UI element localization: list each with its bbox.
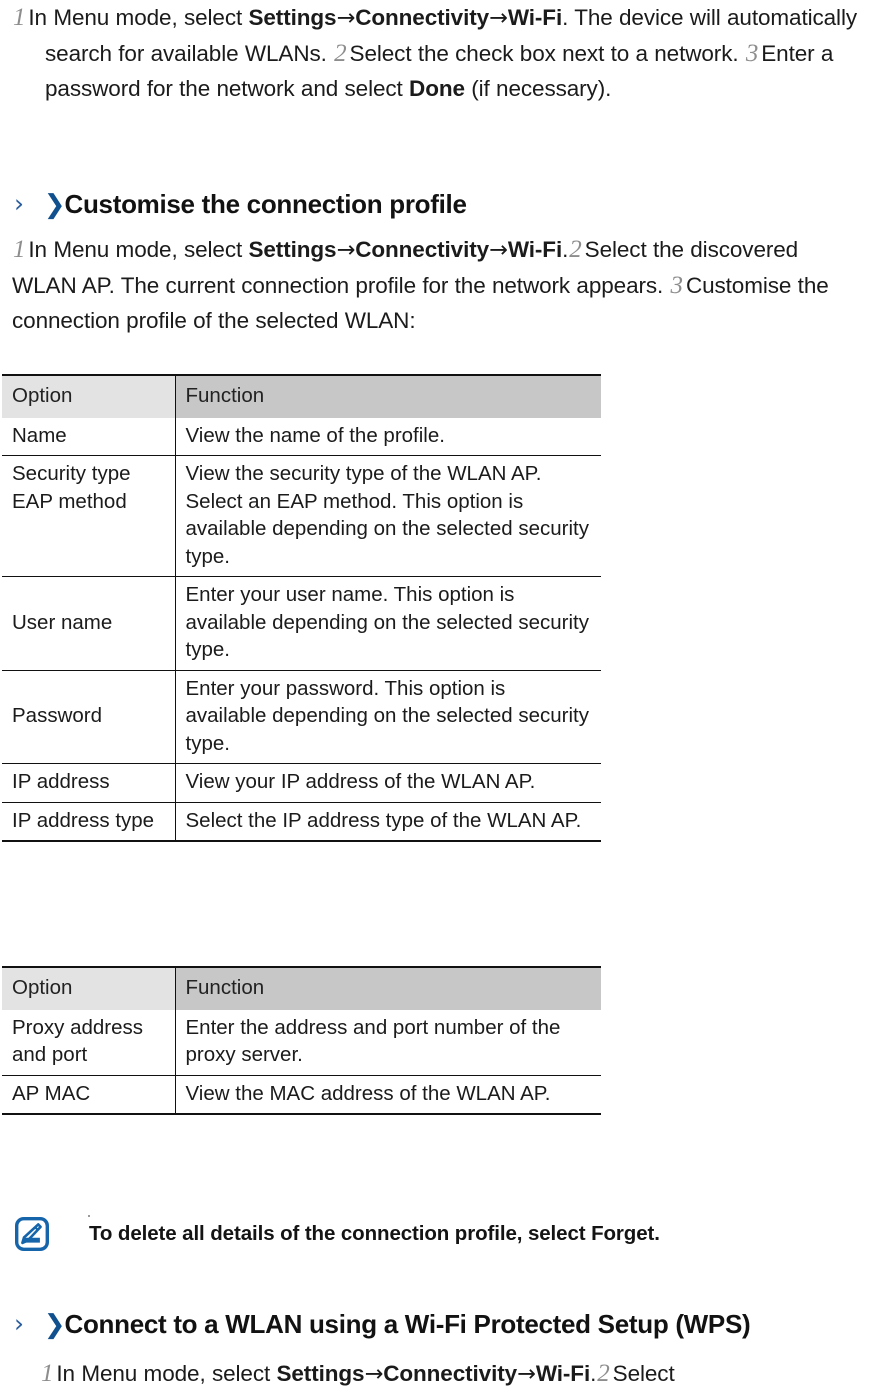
connection-profile-options-table: Option Function Name View the name of th… [2, 374, 601, 842]
option-cell: Name [2, 417, 176, 456]
section-heading-wps: › ❯Connect to a WLAN using a Wi-Fi Protec… [14, 1309, 751, 1340]
chevron-double-right-icon: ❯ [43, 1310, 66, 1340]
section-title: Customise the connection profile [64, 189, 467, 219]
note-pen-icon [15, 1217, 49, 1251]
function-cell: Select the IP address type of the WLAN A… [185, 808, 582, 832]
step1-text-a: In Menu mode, select [28, 5, 249, 30]
table-header-row: Option Function [2, 375, 601, 418]
function-cell: View your IP address of the WLAN AP. [175, 763, 601, 803]
menu-settings: Settings [248, 5, 337, 30]
section-title: Connect to a WLAN using a Wi-Fi Protecte… [64, 1309, 751, 1339]
step1-text-a: In Menu mode, select [56, 1361, 277, 1386]
step3-text-c: (if necessary). [464, 76, 612, 101]
arrow-icon: → [489, 5, 508, 31]
step2-text: Select the discovered WLAN AP. The curre… [12, 237, 799, 298]
step-number-3: 3 [670, 272, 684, 299]
menu-settings: Settings [248, 237, 337, 262]
step-number-1: 1 [13, 236, 26, 263]
note-text: To delete all details of the connection … [89, 1222, 660, 1246]
option-cell: AP MAC [2, 1075, 176, 1114]
table-row: AP MAC View the MAC address of the WLAN … [2, 1075, 601, 1114]
function-cell: Enter the address and port number of the… [175, 1009, 601, 1076]
step2-text: Select the check box next to a network. [349, 41, 745, 66]
menu-connectivity: Connectivity [355, 5, 490, 30]
option-cell: Proxy address and port [2, 1009, 176, 1076]
chevron-right-icon: › [14, 189, 24, 218]
menu-connectivity: Connectivity [355, 237, 490, 262]
table-row: Name View the name of the profile. [2, 417, 601, 456]
function-cell: View the MAC address of the WLAN AP. [185, 1081, 551, 1105]
function-cell: Enter your user name. This option is ava… [175, 576, 601, 671]
note-dot-decoration [88, 1215, 90, 1217]
step1-text-a: In Menu mode, select [28, 237, 249, 262]
step3-text-a: Enter a password for the network and sel… [45, 41, 834, 101]
table-row: IP address View your IP address of the W… [2, 763, 601, 803]
menu-wifi: Wi-Fi [535, 1361, 591, 1386]
option-cell: User name [2, 576, 176, 671]
function-cell: Enter your password. This option is avai… [175, 670, 601, 764]
step-number-1: 1 [41, 1360, 54, 1387]
note-text-a: To delete all details of the connection … [89, 1222, 592, 1245]
step3-text: Customise the connection profile of the … [12, 273, 829, 333]
step-number-1: 1 [13, 4, 26, 31]
section-heading-customise: › ❯Customise the connection profile [14, 189, 467, 220]
arrow-icon: → [336, 5, 356, 31]
option-cell: IP address [2, 763, 176, 803]
option-cell: Password [2, 670, 176, 764]
step1-text-c: . [562, 237, 569, 262]
table-header-row: Option Function [2, 967, 601, 1010]
function-cell: View the security type of the WLAN AP. S… [175, 455, 601, 577]
menu-wifi: Wi-Fi [507, 237, 563, 262]
step-number-2: 2 [334, 40, 347, 67]
chevron-double-right-icon: ❯ [43, 190, 66, 220]
function-cell: View the name of the profile. [175, 417, 601, 456]
menu-wifi: Wi-Fi [507, 5, 563, 30]
arrow-icon: → [489, 237, 508, 263]
arrow-icon: → [336, 237, 356, 263]
arrow-icon: → [517, 1361, 536, 1387]
menu-settings: Settings [276, 1361, 365, 1386]
menu-forget: Forget [591, 1222, 655, 1245]
connection-profile-options-table-continued: Option Function Proxy address and port E… [2, 966, 601, 1115]
step-number-3: 3 [745, 40, 759, 67]
column-header-option: Option [2, 967, 176, 1010]
option-cell: IP address type [2, 802, 176, 841]
option-line-2: EAP method [12, 489, 127, 513]
note-callout: To delete all details of the connection … [15, 1209, 815, 1259]
step1-text-c: . [590, 1361, 597, 1386]
arrow-icon: → [364, 1361, 384, 1387]
menu-done: Done [409, 76, 465, 101]
option-line-1: Security type [12, 462, 131, 485]
column-header-function: Function [175, 375, 601, 418]
step-number-2: 2 [569, 236, 582, 263]
step1-text-c: . The device will automatically search f… [45, 5, 858, 66]
step2-text: Select [612, 1361, 675, 1386]
table-row: User name Enter your user name. This opt… [2, 576, 601, 671]
step-number-2: 2 [597, 1360, 610, 1387]
column-header-option: Option [2, 375, 176, 418]
menu-connectivity: Connectivity [383, 1361, 518, 1386]
column-header-function: Function [175, 967, 601, 1010]
table-row: Proxy address and port Enter the address… [2, 1009, 601, 1076]
table-row: Password Enter your password. This optio… [2, 670, 601, 764]
note-text-c: . [654, 1222, 660, 1245]
table-row: IP address type Select the IP address ty… [2, 802, 601, 841]
chevron-right-icon: › [14, 1309, 24, 1338]
